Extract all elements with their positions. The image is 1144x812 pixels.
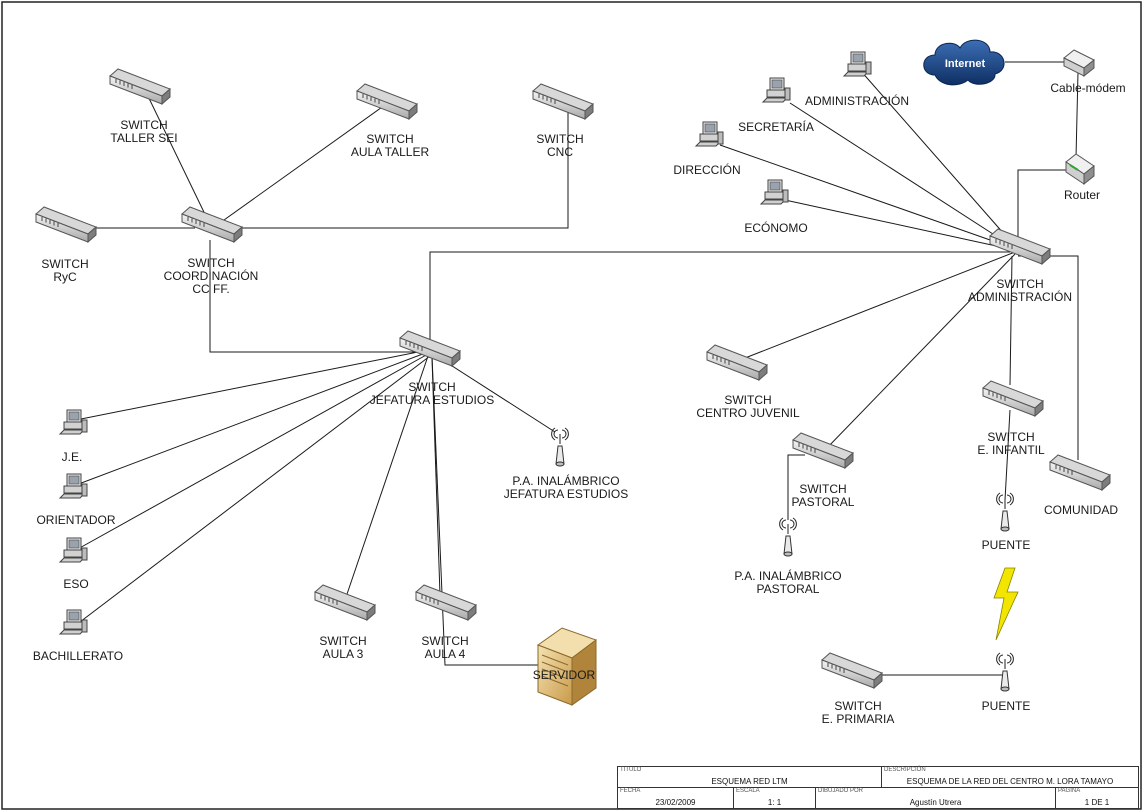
label-switch-taller-sei: SWITCH TALLER SEI	[110, 118, 178, 145]
label-comunidad: COMUNIDAD	[1044, 503, 1118, 517]
label-bridge-bottom: PUENTE	[981, 699, 1031, 713]
label-pc-eso: ESO	[63, 577, 89, 591]
label-switch-e-primaria: SWITCH E. PRIMARIA	[821, 699, 895, 726]
switch-taller-sei-device	[109, 68, 171, 105]
switch-centro-juvenil-device	[706, 344, 768, 381]
pc-bachillerato-icon	[59, 609, 88, 635]
cable-modem-icon	[1063, 49, 1095, 78]
label-switch-coordinacion: SWITCH COORDINACIÓN CC FF.	[163, 256, 259, 296]
switch-ryc-device	[35, 206, 97, 243]
switch-coordinacion-device	[181, 206, 243, 243]
title-block-descripcion: DESCRIPCIÓN ESQUEMA DE LA RED DEL CENTRO…	[882, 767, 1138, 788]
label-switch-e-infantil: SWITCH E. INFANTIL	[977, 430, 1045, 457]
pc-secretaria-icon	[762, 77, 791, 103]
switch-aula4-device	[415, 584, 477, 621]
titulo-value: ESQUEMA RED LTM	[711, 777, 788, 786]
router-icon	[1065, 153, 1095, 186]
dibujado-value: Agustín Utrera	[909, 798, 962, 807]
switch-cnc-device	[532, 83, 594, 120]
label-switch-aula4: SWITCH AULA 4	[421, 634, 469, 661]
descripcion-value: ESQUEMA DE LA RED DEL CENTRO M. LORA TAM…	[906, 777, 1114, 786]
label-cable-modem: Cable-módem	[1050, 81, 1126, 95]
label-switch-aula3: SWITCH AULA 3	[319, 634, 367, 661]
internet-label: Internet	[945, 58, 986, 70]
switch-e-infantil-device	[982, 380, 1044, 417]
label-router: Router	[1063, 188, 1101, 202]
label-ap-jefatura: P.A. INALÁMBRICO JEFATURA ESTUDIOS	[503, 474, 629, 501]
switch-pastoral-device	[792, 432, 854, 469]
descripcion-caption: DESCRIPCIÓN	[884, 767, 926, 773]
pc-je-icon	[59, 409, 88, 435]
label-switch-pastoral: SWITCH PASTORAL	[791, 482, 855, 509]
label-pc-orientador: ORIENTADOR	[36, 513, 116, 527]
titulo-caption: TITULO	[620, 767, 642, 773]
title-block-escala: ESCALA 1: 1	[734, 788, 816, 808]
title-block-pagina: PAGINA 1 DE 1	[1056, 788, 1138, 808]
pc-administracion-icon	[843, 51, 872, 77]
label-pc-secretaria: SECRETARÍA	[738, 120, 814, 134]
title-block-titulo: TITULO ESQUEMA RED LTM	[618, 767, 882, 788]
title-block: TITULO ESQUEMA RED LTM DESCRIPCIÓN ESQUE…	[617, 766, 1139, 809]
label-pc-economo: ECÓNOMO	[744, 221, 808, 235]
bridge-bottom-icon	[996, 652, 1014, 692]
label-bridge-top: PUENTE	[981, 538, 1031, 552]
dibujado-caption: DIBUJADO POR	[818, 788, 864, 794]
label-switch-administracion: SWITCH ADMINISTRACIÓN	[967, 277, 1072, 304]
label-pc-bachillerato: BACHILLERATO	[32, 649, 124, 663]
label-pc-direccion: DIRECCIÓN	[673, 163, 741, 177]
internet-cloud-icon: Internet	[923, 39, 1005, 86]
switch-comunidad-device	[1049, 454, 1111, 491]
pagina-caption: PAGINA	[1058, 788, 1081, 794]
title-block-dibujado: DIBUJADO POR Agustín Utrera	[816, 788, 1056, 808]
pc-eso-icon	[59, 537, 88, 563]
ap-jefatura-icon	[551, 427, 569, 467]
escala-value: 1: 1	[767, 798, 782, 807]
pc-orientador-icon	[59, 473, 88, 499]
label-switch-centro-juvenil: SWITCH CENTRO JUVENIL	[696, 393, 800, 420]
pc-economo-icon	[760, 179, 789, 205]
switch-aula-taller-device	[356, 83, 418, 120]
label-pc-je: J.E.	[61, 450, 83, 464]
label-switch-cnc: SWITCH CNC	[536, 132, 584, 159]
pc-direccion-icon	[695, 121, 724, 147]
escala-caption: ESCALA	[736, 788, 760, 794]
pagina-value: 1 DE 1	[1084, 798, 1110, 807]
label-switch-aula-taller: SWITCH AULA TALLER	[350, 132, 430, 159]
label-ap-pastoral: P.A. INALÁMBRICO PASTORAL	[734, 569, 842, 596]
label-switch-ryc: SWITCH RyC	[41, 257, 89, 284]
title-block-fecha: FECHA 23/02/2009	[618, 788, 734, 808]
label-switch-jefatura: SWITCH JEFATURA ESTUDIOS	[369, 380, 495, 407]
wireless-link-lightning-icon	[993, 567, 1019, 641]
fecha-value: 23/02/2009	[655, 798, 696, 807]
switch-aula3-device	[314, 584, 376, 621]
switch-e-primaria-device	[821, 652, 883, 689]
server-icon	[536, 627, 598, 706]
label-servidor: SERVIDOR	[532, 668, 596, 682]
label-pc-administracion: ADMINISTRACIÓN	[804, 94, 909, 108]
fecha-caption: FECHA	[620, 788, 641, 794]
ap-pastoral-icon	[779, 517, 797, 557]
